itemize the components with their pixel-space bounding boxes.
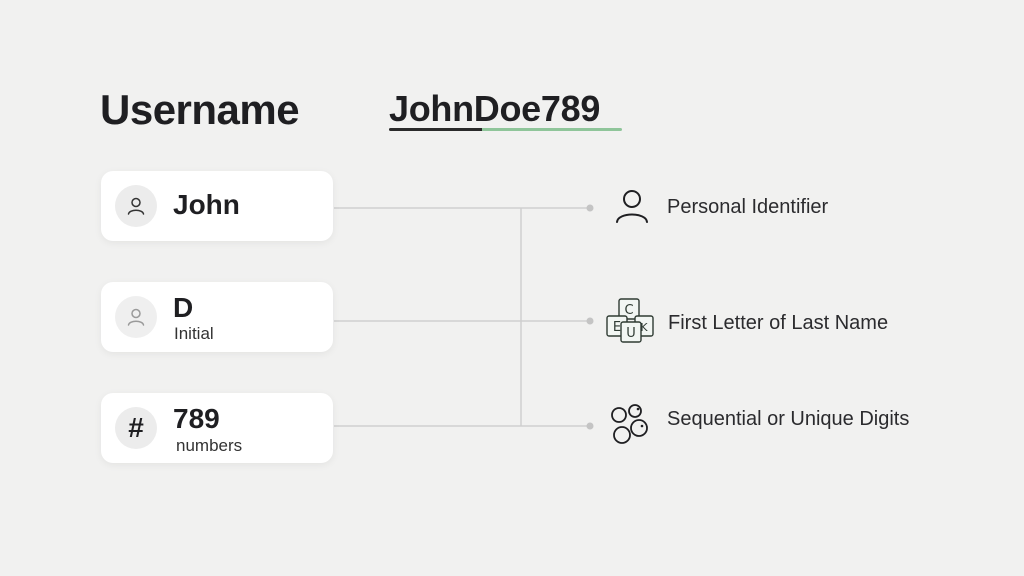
component-value: D (173, 292, 194, 323)
user-icon (115, 185, 157, 227)
connector-dot-3 (586, 422, 594, 430)
user-icon (115, 296, 157, 338)
username-underline (389, 128, 622, 131)
svg-text:C: C (624, 303, 633, 318)
connector-dot-1 (586, 204, 594, 212)
letter-blocks-icon: C E U K (606, 298, 654, 343)
balls-icon (611, 404, 648, 444)
meaning-label-last-name-initial: First Letter of Last Name (668, 312, 889, 334)
meaning-label-personal-identifier: Personal Identifier (667, 196, 829, 218)
example-username: JohnDoe789 (389, 88, 601, 129)
svg-text:E: E (613, 320, 621, 335)
component-card-numbers: # 789 numbers (101, 393, 333, 463)
component-caption: numbers (176, 436, 243, 455)
component-value: 789 (173, 403, 220, 434)
hash-icon: # (115, 407, 157, 449)
svg-text:K: K (640, 321, 648, 334)
page-title: Username (100, 86, 300, 133)
component-value: John (173, 189, 240, 220)
svg-text:U: U (626, 326, 636, 341)
component-card-initial: D Initial (101, 282, 333, 352)
component-caption: Initial (174, 324, 214, 343)
meaning-label-digits: Sequential or Unique Digits (667, 408, 910, 430)
connector-dot-2 (586, 317, 594, 325)
person-icon (616, 190, 648, 223)
component-card-first-name: John (101, 171, 333, 241)
